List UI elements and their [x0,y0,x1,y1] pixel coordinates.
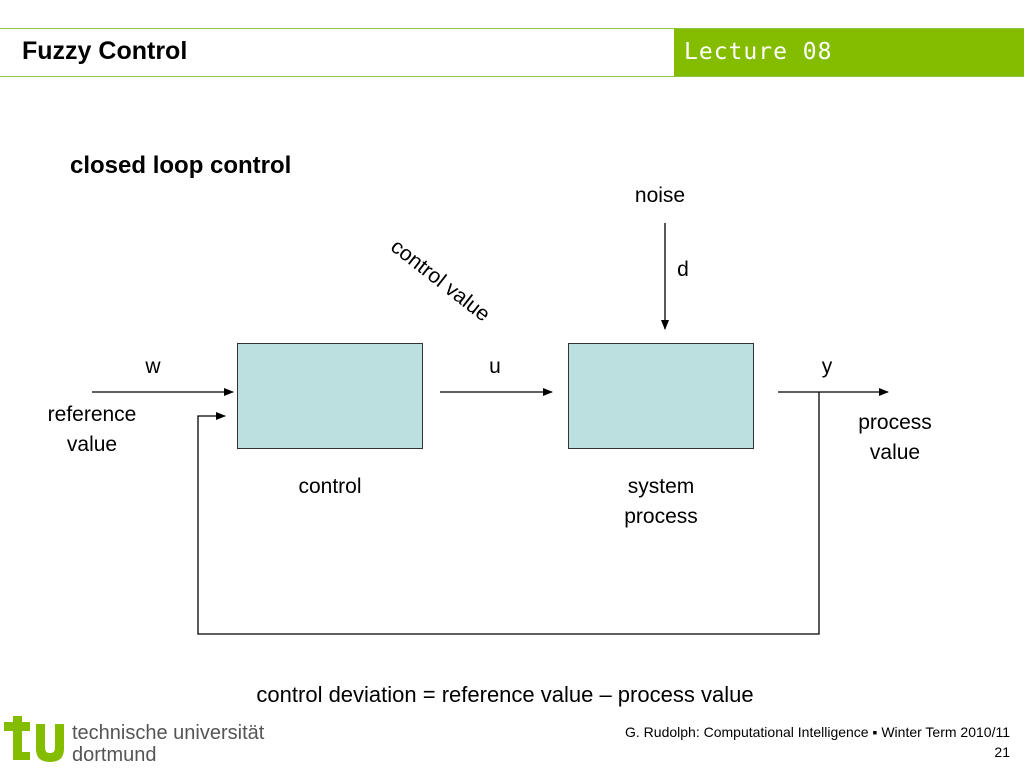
control-block [237,343,423,449]
system-caption-line2: process [624,505,698,528]
tu-logo-icon [4,716,64,762]
reference-value-line2: value [66,433,118,456]
system-process-caption: system process [590,472,732,532]
signal-w-label: w [145,355,161,378]
lecture-badge: Lecture 08 [674,29,1024,76]
control-deviation-formula: control deviation = reference value – pr… [256,682,754,707]
reference-value-label: reference value [22,400,162,460]
slide-heading: closed loop control [70,152,292,179]
process-value-line2: value [869,441,921,464]
signal-u-label: u [489,355,501,378]
page-number: 21 [994,744,1010,760]
university-name: technische universität dortmund [72,722,264,766]
course-credit: G. Rudolph: Computational Intelligence ▪… [625,724,1010,740]
process-value-line1: process [858,411,932,434]
reference-value-line1: reference [47,403,137,426]
system-process-block [568,343,754,449]
slide-title: Fuzzy Control [22,37,188,65]
noise-label: noise [634,184,686,207]
footer-credit: G. Rudolph: Computational Intelligence ▪… [625,722,1010,762]
university-line1: technische universität [72,722,265,744]
system-caption-line1: system [627,475,695,498]
control-block-caption: control [298,475,362,498]
signal-y-label: y [821,355,833,378]
feedback-loop-line [197,392,820,635]
university-line2: dortmund [72,744,157,766]
process-value-label: process value [830,408,960,468]
slide-header: Fuzzy Control Lecture 08 [0,28,1024,77]
signal-d-label: d [677,258,689,281]
